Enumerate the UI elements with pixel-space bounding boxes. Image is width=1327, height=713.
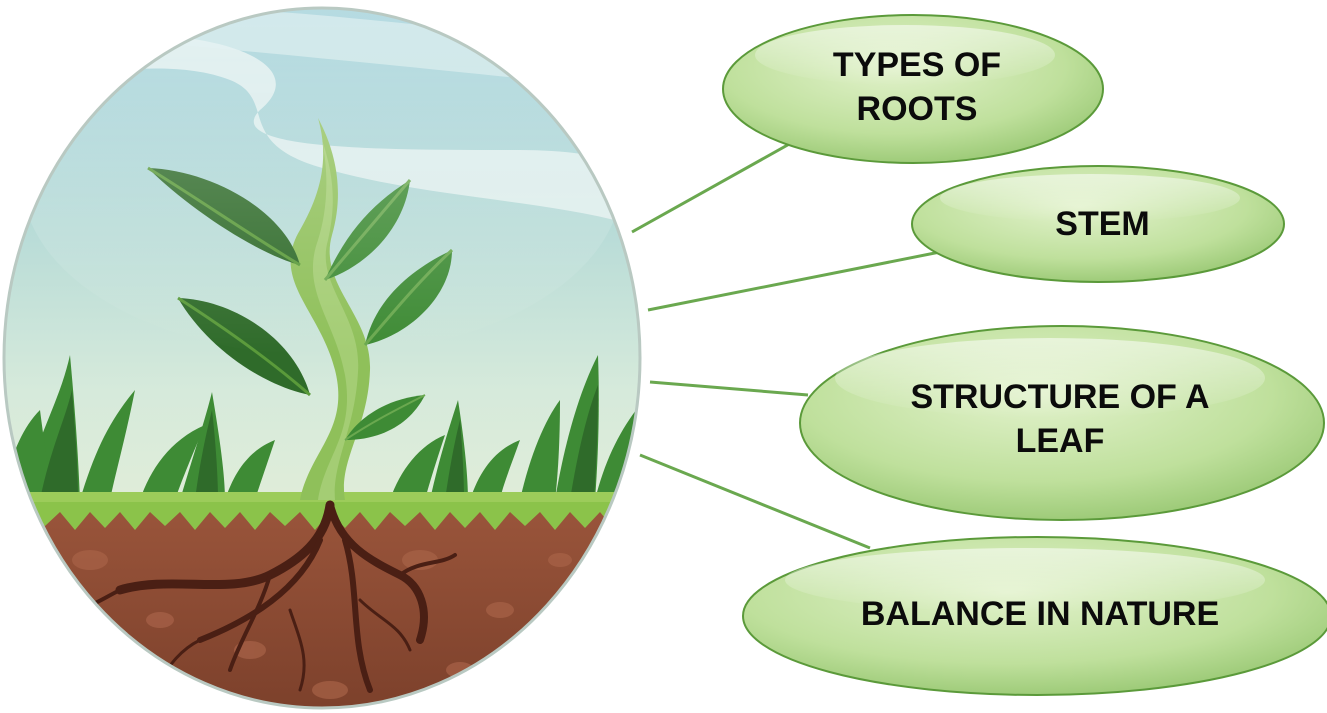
node-structure-of-a-leaf [800, 326, 1324, 520]
node-types-of-roots [723, 15, 1103, 163]
connector-stem [648, 252, 940, 310]
node-balance-in-nature [743, 537, 1327, 695]
plant-in-soil-illustration [0, 0, 650, 713]
connector-structure-of-a-leaf [650, 382, 808, 395]
node-stem [912, 166, 1284, 282]
